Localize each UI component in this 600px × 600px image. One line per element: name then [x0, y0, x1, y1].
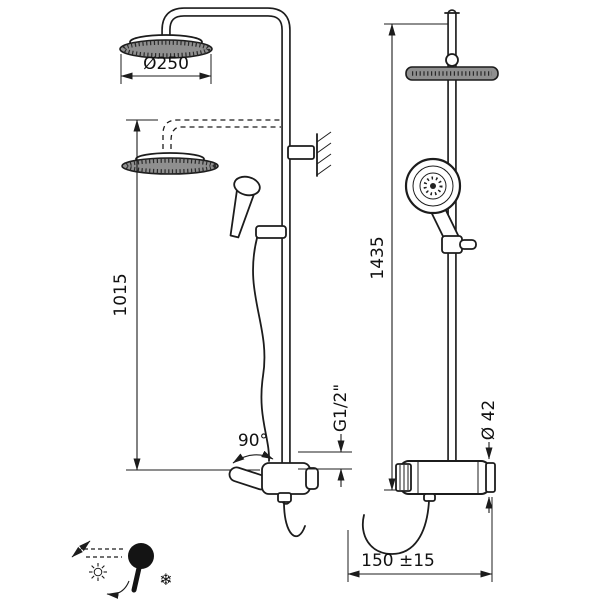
overhead-shower-front: [119, 34, 213, 59]
snowflake-icon: ❄: [159, 570, 172, 589]
overhead-shower-front-lowered: [121, 152, 219, 175]
label-head-diameter: Ø250: [143, 54, 189, 74]
label-swivel-angle: 90°: [238, 431, 268, 451]
dim-total-height: 1435: [368, 23, 448, 491]
label-total-height: 1435: [368, 236, 388, 279]
front-view: Ø250 1015: [111, 7, 352, 538]
dim-mixer-diameter: Ø 42: [479, 400, 499, 513]
sun-icon: [89, 563, 107, 581]
overhead-shower-side: [405, 66, 499, 81]
label-mixer-diameter: Ø 42: [479, 400, 499, 440]
dim-wall-distance: 150 ±15: [347, 497, 493, 582]
lowered-position-dashed-pipe: [162, 119, 281, 158]
slider-bracket: [441, 235, 477, 254]
riser-pipe-front: [161, 7, 291, 505]
mixer-front: [228, 462, 319, 503]
adjust-arrow-icon: [71, 540, 91, 558]
hand-shower-front: [229, 175, 261, 239]
hose-loop-side: [362, 500, 430, 555]
dim-swivel-angle: 90°: [232, 431, 274, 464]
dim-connection-thread: G1/2": [298, 384, 352, 487]
ball-joint: [445, 53, 459, 67]
control-knob-icon: [128, 543, 154, 569]
shower-hose-front: [252, 237, 270, 462]
label-wall-distance: 150 ±15: [361, 551, 435, 571]
wall-hatching: [316, 131, 332, 176]
knob-stem: [131, 565, 142, 593]
hose-loop-front: [283, 501, 306, 538]
hand-shower-holder-front: [255, 225, 287, 239]
wall-bracket: [287, 131, 332, 177]
dim-head-diameter: Ø250: [120, 54, 212, 84]
rotate-arrow-icon: [106, 580, 130, 599]
label-connection-thread: G1/2": [331, 384, 351, 432]
side-view: 1435: [347, 9, 499, 582]
hand-shower-side: [404, 157, 462, 247]
dim-column-height: 1015: [111, 119, 260, 471]
mixer-side: [395, 460, 496, 502]
temperature-control-icon: ❄: [71, 540, 173, 599]
label-column-height: 1015: [111, 273, 131, 316]
